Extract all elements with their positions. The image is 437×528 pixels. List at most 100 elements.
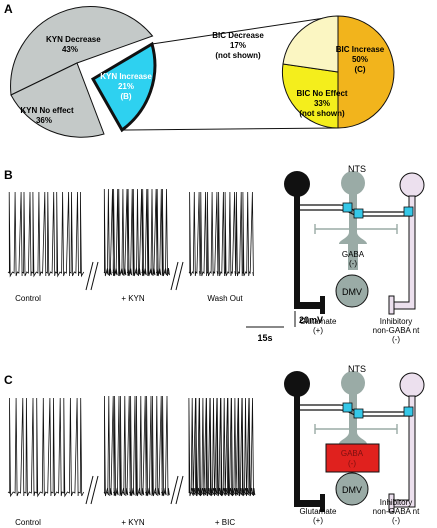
synapse-3-c — [403, 406, 414, 417]
dmv-label-c: DMV — [342, 485, 362, 495]
bic-pie: BIC Decrease 17% (not shown) BIC Increas… — [212, 15, 395, 129]
bic-decrease-label: BIC Decrease — [212, 31, 264, 40]
spike-train — [7, 397, 85, 498]
dmv-nucleus-c — [335, 472, 369, 506]
trace-wash-b — [188, 191, 254, 277]
circuit-diagram-b: GABA (-) DMV NTS Glutamate (+) Inhibitor… — [284, 164, 425, 344]
panel-label-b: B — [4, 168, 13, 182]
synapse-2-c — [353, 408, 364, 419]
panel-label-a: A — [4, 2, 13, 16]
bic-decrease-note: (not shown) — [215, 51, 261, 60]
label-kyn-c: + KYN — [121, 518, 145, 527]
trace-control-c — [7, 397, 85, 498]
bic-no-effect-pct: 33% — [314, 99, 330, 108]
kyn-increase-label: KYN Increase — [100, 72, 152, 81]
glutamate-label-b: Glutamate — [300, 317, 337, 326]
bic-no-effect-slice — [281, 63, 339, 129]
kyn-increase-slice — [90, 41, 157, 133]
spike-train — [7, 191, 85, 278]
gaba-label-c: GABA — [341, 449, 364, 458]
scale-voltage-label: 20mV — [299, 315, 323, 325]
gaba-sign-b: (-) — [349, 259, 357, 268]
bic-increase-pct: 50% — [352, 55, 368, 64]
glutamate-terminal — [320, 296, 325, 314]
spike-train — [103, 395, 170, 497]
connector-line-top — [151, 15, 339, 45]
kyn-increase-note: (B) — [120, 92, 131, 101]
kyn-decrease-pct: 43% — [62, 45, 78, 54]
spike-train — [103, 188, 170, 277]
bic-decrease-slice — [282, 15, 339, 73]
kyn-decrease-label: KYN Decrease — [46, 35, 101, 44]
kyn-no-effect-label: KYN No effect — [20, 106, 74, 115]
dmv-label-b: DMV — [342, 287, 362, 297]
break-mark-b2 — [170, 261, 184, 291]
glutamate-terminal-c — [320, 494, 325, 512]
synapse-1-c — [342, 402, 353, 413]
traces-b: Control + KYN Wash Out — [7, 188, 254, 303]
label-control-c: Control — [15, 518, 41, 527]
spike-train — [188, 397, 256, 497]
glutamate-sign-b: (+) — [313, 326, 323, 335]
inhibitory-label-b: Inhibitory — [380, 317, 412, 326]
connector-line-bottom — [121, 127, 339, 131]
bic-increase-slice — [337, 15, 395, 129]
glutamate-sign-c: (+) — [313, 516, 323, 525]
trace-control-b — [7, 191, 85, 278]
inhibitory-label-c: Inhibitory — [380, 498, 412, 507]
kyn-no-effect-pct: 36% — [36, 116, 52, 125]
kyn-decrease-slice — [10, 6, 154, 96]
trace-bic-c — [188, 397, 256, 497]
panel-label-c: C — [4, 373, 13, 387]
gaba-neuron-body — [339, 194, 367, 244]
break-mark-c1 — [85, 475, 99, 505]
gaba-projection — [348, 244, 358, 270]
label-control-b: Control — [15, 294, 41, 303]
kyn-no-effect-slice — [10, 62, 105, 138]
label-bic-c: + BIC — [215, 518, 235, 527]
inhibitory-neuron-soma-c — [399, 372, 425, 398]
gaba-sign-c: (-) — [348, 459, 356, 468]
scale-bar: 20mV 15s — [246, 311, 323, 343]
glutamate-label-c: Glutamate — [300, 507, 337, 516]
bic-increase-label: BIC Increase — [336, 45, 385, 54]
non-gaba-label-b: non-GABA nt — [373, 326, 420, 335]
trace-kyn-b — [103, 188, 170, 277]
trace-kyn-c — [103, 395, 170, 497]
inhibitory-neuron-soma — [399, 172, 425, 198]
scale-time-label: 15s — [257, 333, 272, 343]
spike-train — [188, 191, 254, 277]
synapse-1 — [342, 202, 353, 213]
bic-no-effect-note: (not shown) — [299, 109, 345, 118]
glutamate-axon-c — [294, 396, 322, 507]
dmv-nucleus — [335, 274, 369, 308]
inhibitory-terminal — [388, 295, 395, 315]
nts-label-b: NTS — [348, 164, 366, 174]
non-gaba-label-c: non-GABA nt — [373, 507, 420, 516]
glutamate-neuron-soma — [284, 171, 310, 197]
synapse-3 — [403, 206, 414, 217]
glutamate-neuron-soma-c — [284, 371, 310, 397]
kyn-pie: KYN Decrease 43% KYN No effect 36% KYN I… — [10, 6, 157, 138]
label-wash-b: Wash Out — [207, 294, 243, 303]
gaba-blocked-box — [325, 443, 380, 473]
nts-label-c: NTS — [348, 364, 366, 374]
gaba-label-b: GABA — [342, 250, 365, 259]
break-mark-c2 — [170, 475, 184, 505]
bic-no-effect-label: BIC No Effect — [296, 89, 347, 98]
bic-increase-note: (C) — [354, 65, 365, 74]
break-mark-b1 — [85, 261, 99, 291]
glutamate-axon — [294, 196, 322, 309]
kyn-increase-pct: 21% — [118, 82, 134, 91]
gaba-neuron-body-c — [339, 394, 367, 444]
synapse-2 — [353, 208, 364, 219]
circuit-diagram-c: GABA (-) DMV NTS Glutamate (+) Inhibitor… — [284, 364, 425, 525]
inhibitory-terminal-c — [388, 493, 395, 513]
gaba-neuron-soma-c — [341, 371, 365, 395]
inhibitory-sign-c: (-) — [392, 516, 400, 525]
traces-c: Control + KYN + BIC — [7, 395, 256, 527]
gaba-neuron-soma — [341, 171, 365, 195]
bic-decrease-pct: 17% — [230, 41, 246, 50]
label-kyn-b: + KYN — [121, 294, 145, 303]
